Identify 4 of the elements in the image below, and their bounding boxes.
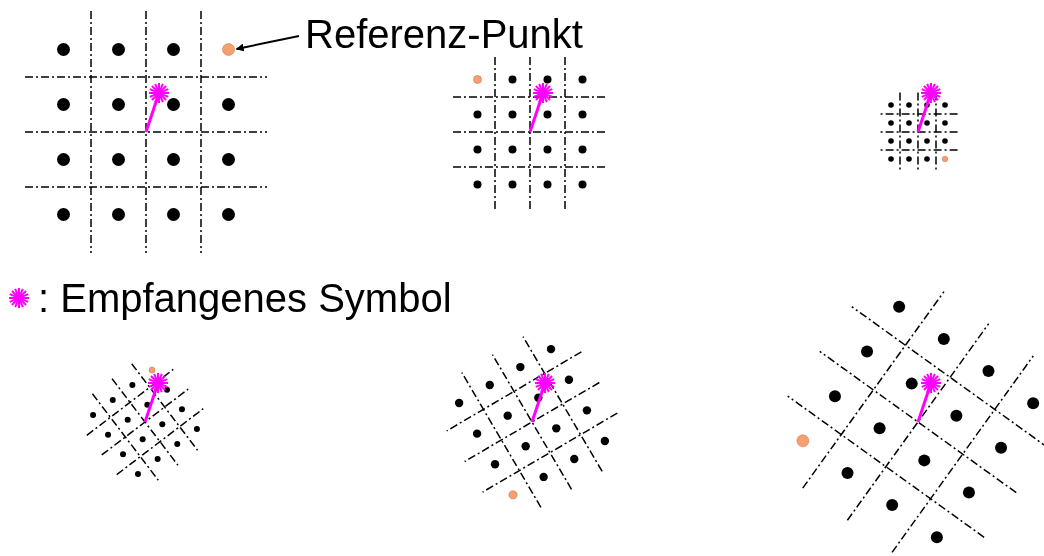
callout-label: Referenz-Punkt xyxy=(305,12,583,56)
reference-point xyxy=(222,43,235,56)
leader-arrow xyxy=(235,35,300,52)
legend-text: : Empfangenes Symbol xyxy=(38,276,452,320)
